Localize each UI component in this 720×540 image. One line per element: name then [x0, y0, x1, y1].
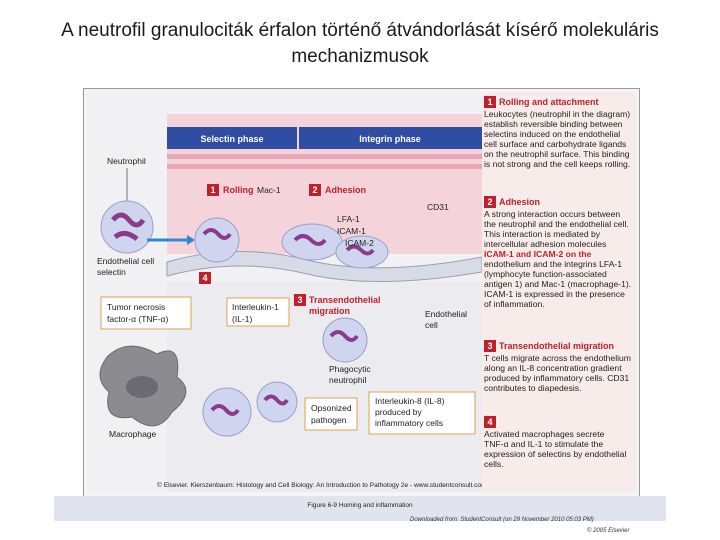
title-line-2: mechanizmusok — [291, 46, 429, 67]
endothelial-selectin-label-2: selectin — [97, 267, 126, 277]
tnf-label-1: Tumor necrosis — [107, 302, 165, 312]
step2-badge — [309, 184, 321, 196]
endothelial-selectin-label-1: Endothelial cell — [97, 256, 154, 266]
transendothelial-label-1: Transendothelial — [309, 295, 381, 305]
icam1-label: ICAM-1 — [337, 226, 366, 236]
transendothelial-label-2: migration — [309, 306, 350, 316]
il1-box — [226, 297, 290, 327]
opsonized-label-2: pathogen — [311, 415, 347, 425]
step-4-text: 4 Activated macrophages secrete TNF-α an… — [484, 416, 627, 469]
neutrophil-cell — [100, 200, 154, 254]
il8-label-3: inflammatory cells — [375, 418, 443, 428]
il8-box — [368, 391, 476, 435]
adhesion-label: Adhesion — [325, 185, 366, 195]
svg-text:1: 1 — [210, 185, 215, 195]
figure: Selectin phase Integrin phase Neutrophil — [83, 88, 640, 498]
elsevier-copyright: © 2005 Elsevier — [587, 528, 630, 534]
step4-badge — [199, 272, 211, 284]
mac1-label: Mac-1 — [257, 185, 281, 195]
adhesion-neutrophil-2 — [335, 235, 389, 269]
selectin-phase-bar — [167, 127, 297, 149]
il1-label-1: Interleukin-1 — [232, 302, 279, 312]
endothelial-cell-label-2: cell — [425, 320, 438, 330]
diagram-panel: Selectin phase Integrin phase Neutrophil — [87, 92, 487, 492]
adhesion-neutrophil — [281, 223, 343, 261]
neutrophil-label: Neutrophil — [107, 156, 146, 166]
neutrophil-with-pathogen — [256, 381, 298, 423]
il1-label-2: (IL-1) — [232, 314, 252, 324]
cd31-label: CD31 — [427, 202, 449, 212]
selectin-phase-label: Selectin phase — [200, 134, 263, 144]
endothelial-cell-label-1: Endothelial — [425, 309, 467, 319]
opsonized-label-1: Opsonized — [311, 403, 352, 413]
il8-label-1: Interleukin-8 (IL-8) — [375, 396, 445, 406]
step1-badge — [207, 184, 219, 196]
tnf-box — [100, 296, 192, 330]
macrophage-label: Macrophage — [109, 429, 157, 439]
il8-label-2: produced by — [375, 407, 423, 417]
icam2-label: ICAM-2 — [345, 238, 374, 248]
step3-badge — [294, 294, 306, 306]
svg-text:4: 4 — [202, 273, 207, 283]
migrating-neutrophil — [322, 317, 368, 363]
title-line-1: A neutrofil granulociták érfalon történő… — [61, 20, 659, 41]
diagram-copyright: © Elsevier. Kierszenbaum: Histology and … — [157, 481, 482, 489]
download-note: Downloaded from: StudentConsult (on 29 N… — [410, 517, 594, 523]
svg-text:2: 2 — [312, 185, 317, 195]
tnf-label-2: factor-α (TNF-α) — [107, 314, 168, 324]
rolling-label: Rolling — [223, 185, 254, 195]
slide-title: A neutrofil granulociták érfalon történő… — [40, 18, 680, 70]
phagocytic-label-1: Phagocytic — [329, 364, 371, 374]
integrin-phase-label: Integrin phase — [359, 134, 421, 144]
integrin-phase-bar — [299, 127, 482, 149]
phagocytosing-neutrophil — [202, 387, 252, 437]
lfa1-label: LFA-1 — [337, 214, 360, 224]
diagram-svg: Selectin phase Integrin phase Neutrophil — [87, 92, 487, 492]
svg-text:3: 3 — [297, 295, 302, 305]
phagocytic-label-2: neutrophil — [329, 375, 366, 385]
rolling-neutrophil — [194, 217, 240, 263]
figure-caption: Figure 6-9 Homing and inflammation — [307, 502, 413, 509]
opsonized-box — [304, 397, 358, 431]
figure-caption-bar: Figure 6-9 Homing and inflammation — [54, 496, 666, 521]
